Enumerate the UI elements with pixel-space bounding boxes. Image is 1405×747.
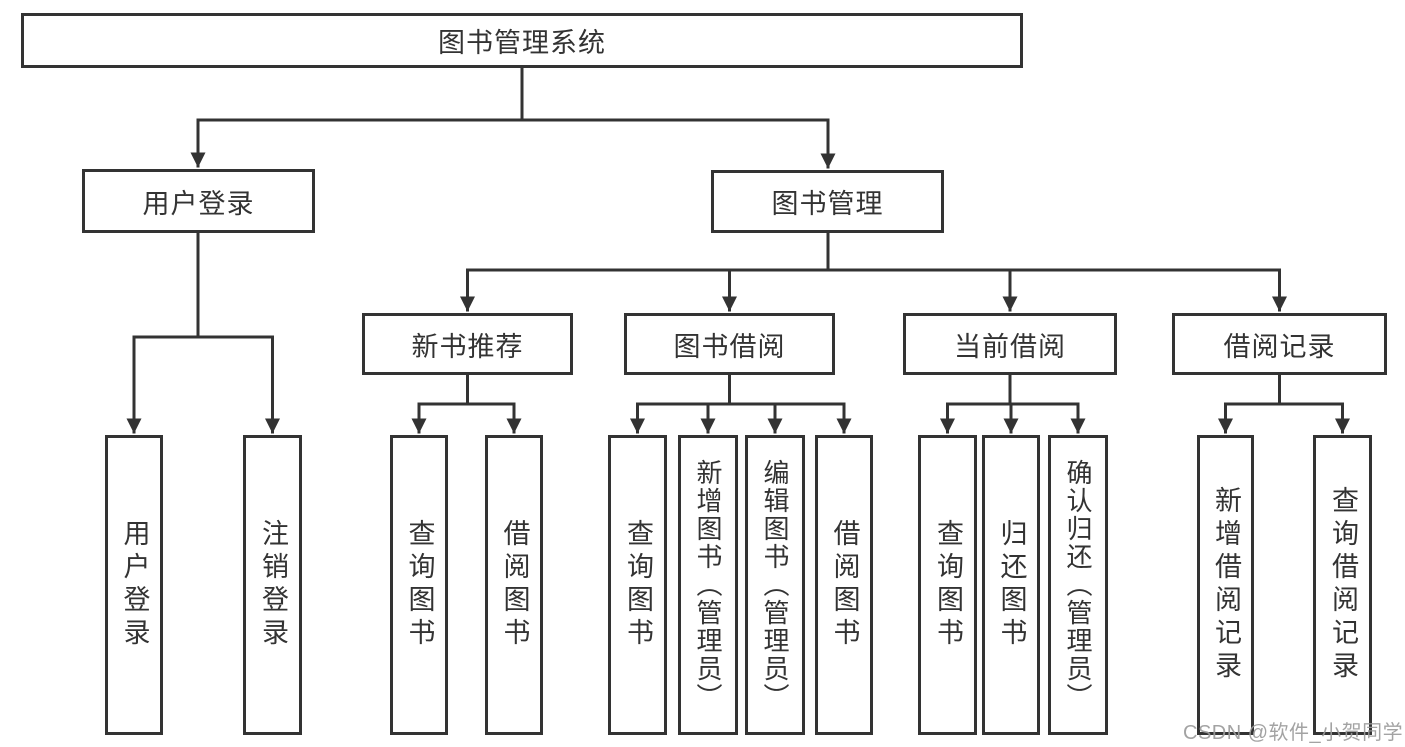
leaf-edit-books-admin: 编辑图书（管理员）	[745, 435, 805, 735]
leaf-logout: 注销登录	[243, 435, 302, 735]
leaf-add-books-admin: 新增图书（管理员）	[678, 435, 738, 735]
node-borrowing-records: 借阅记录	[1172, 313, 1387, 375]
leaf-query-books-borrow: 查询图书	[608, 435, 667, 735]
node-current-borrowing: 当前借阅	[903, 313, 1117, 375]
node-new-book-recommend: 新书推荐	[362, 313, 573, 375]
node-book-borrowing: 图书借阅	[624, 313, 835, 375]
leaf-return-books: 归还图书	[982, 435, 1040, 735]
leaf-query-books-recommend: 查询图书	[390, 435, 448, 735]
node-user-login: 用户登录	[82, 169, 315, 233]
node-book-management: 图书管理	[711, 170, 944, 233]
leaf-borrow-books-recommend: 借阅图书	[485, 435, 543, 735]
leaf-add-borrow-record: 新增借阅记录	[1197, 435, 1254, 735]
leaf-borrow-books: 借阅图书	[815, 435, 873, 735]
root-node-book-management-system: 图书管理系统	[21, 13, 1023, 68]
csdn-watermark: CSDN @软件_小贺同学	[1183, 722, 1404, 744]
leaf-query-borrow-record: 查询借阅记录	[1313, 435, 1372, 735]
leaf-confirm-return-admin: 确认归还（管理员）	[1048, 435, 1108, 735]
leaf-user-login: 用户登录	[105, 435, 163, 735]
leaf-query-books-current: 查询图书	[918, 435, 977, 735]
